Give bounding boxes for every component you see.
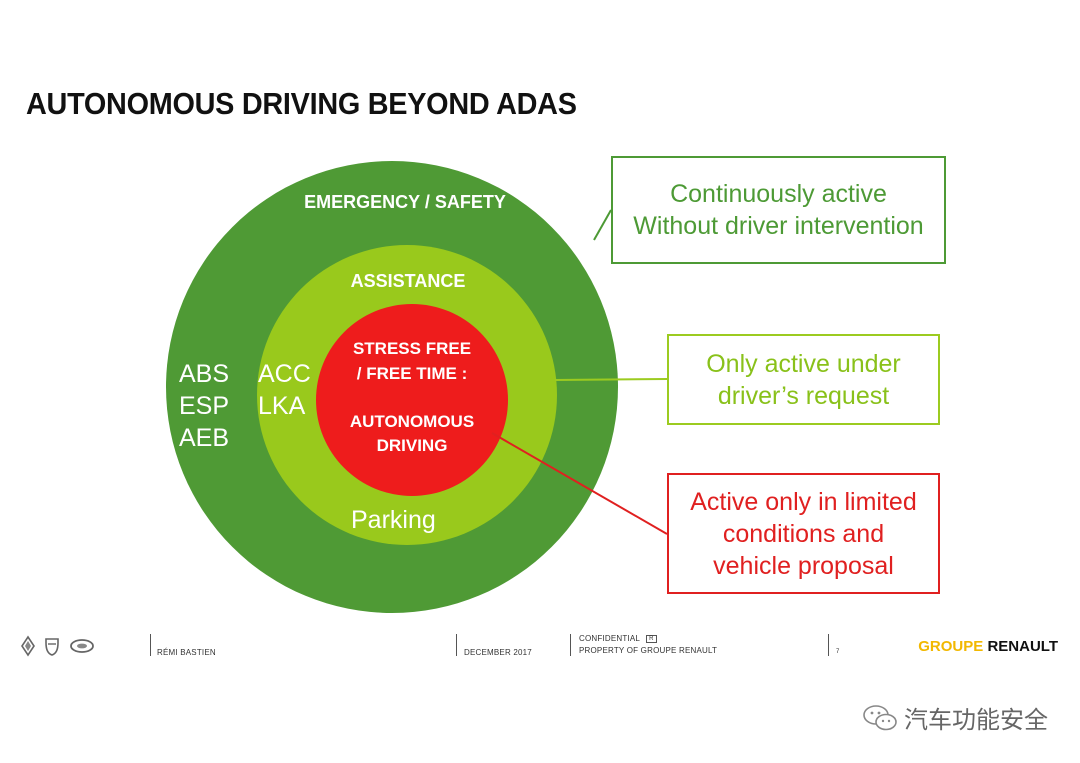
footer-divider [150, 634, 151, 656]
item-aeb: AEB [179, 424, 229, 452]
slide-title: AUTONOMOUS DRIVING BEYOND ADAS [26, 86, 577, 121]
item-abs: ABS [179, 360, 229, 388]
slide-footer: RÉMI BASTIEN DECEMBER 2017 CONFIDENTIAL R… [0, 625, 1080, 665]
label-autonomous: AUTONOMOUS [350, 412, 474, 431]
brand-logos [21, 635, 94, 657]
wechat-watermark: 汽车功能安全 [862, 700, 1048, 735]
watermark-text: 汽车功能安全 [904, 707, 1048, 734]
callout-1-line-1: Continuously active [670, 180, 887, 208]
item-lka: LKA [258, 392, 306, 420]
footer-divider [570, 634, 571, 656]
wechat-icon [863, 704, 897, 730]
connector-safety [593, 209, 612, 241]
callout-limited-conditions: Active only in limited conditions and ve… [667, 473, 940, 594]
dacia-logo-icon [45, 638, 59, 656]
label-stress-free: STRESS FREE [353, 339, 471, 358]
callout-2-line-1: Only active under [706, 349, 901, 378]
connector-assistance [554, 378, 668, 381]
samsung-logo-icon [70, 639, 94, 653]
footer-divider [456, 634, 457, 656]
groupe-renault-logo: GROUPE RENAULT [918, 638, 1058, 655]
callout-3-line-3: vehicle proposal [713, 551, 894, 580]
label-assistance: ASSISTANCE [351, 271, 466, 291]
label-emergency-safety: EMERGENCY / SAFETY [304, 192, 506, 212]
ring-autonomous [316, 304, 508, 496]
item-esp: ESP [179, 392, 229, 420]
callout-3-line-2: conditions and [722, 519, 885, 548]
footer-divider [828, 634, 829, 656]
page-number: 7 [836, 649, 840, 655]
callout-2-line-2: driver’s request [717, 381, 890, 410]
confidential-label: CONFIDENTIAL [579, 634, 641, 643]
label-free-time: / FREE TIME : [357, 364, 468, 383]
connector-autonomous [491, 432, 668, 535]
brand-renault: RENAULT [987, 638, 1058, 655]
callout-continuously-active: Continuously active Without driver inter… [611, 156, 946, 264]
callout-1-line-2: Without driver intervention [633, 212, 924, 240]
renault-diamond-icon [21, 635, 35, 657]
confidential-badge: R [646, 635, 657, 643]
footer-property: PROPERTY OF GROUPE RENAULT [579, 646, 718, 655]
item-parking: Parking [351, 506, 436, 534]
footer-author: RÉMI BASTIEN [157, 648, 216, 657]
footer-confidential: CONFIDENTIAL R [579, 634, 657, 643]
label-driving: DRIVING [377, 436, 448, 455]
brand-groupe: GROUPE [918, 638, 984, 655]
footer-date: DECEMBER 2017 [464, 648, 532, 657]
callout-3-line-1: Active only in limited [690, 487, 917, 516]
callout-driver-request: Only active under driver’s request [667, 334, 940, 425]
item-acc: ACC [258, 360, 311, 388]
